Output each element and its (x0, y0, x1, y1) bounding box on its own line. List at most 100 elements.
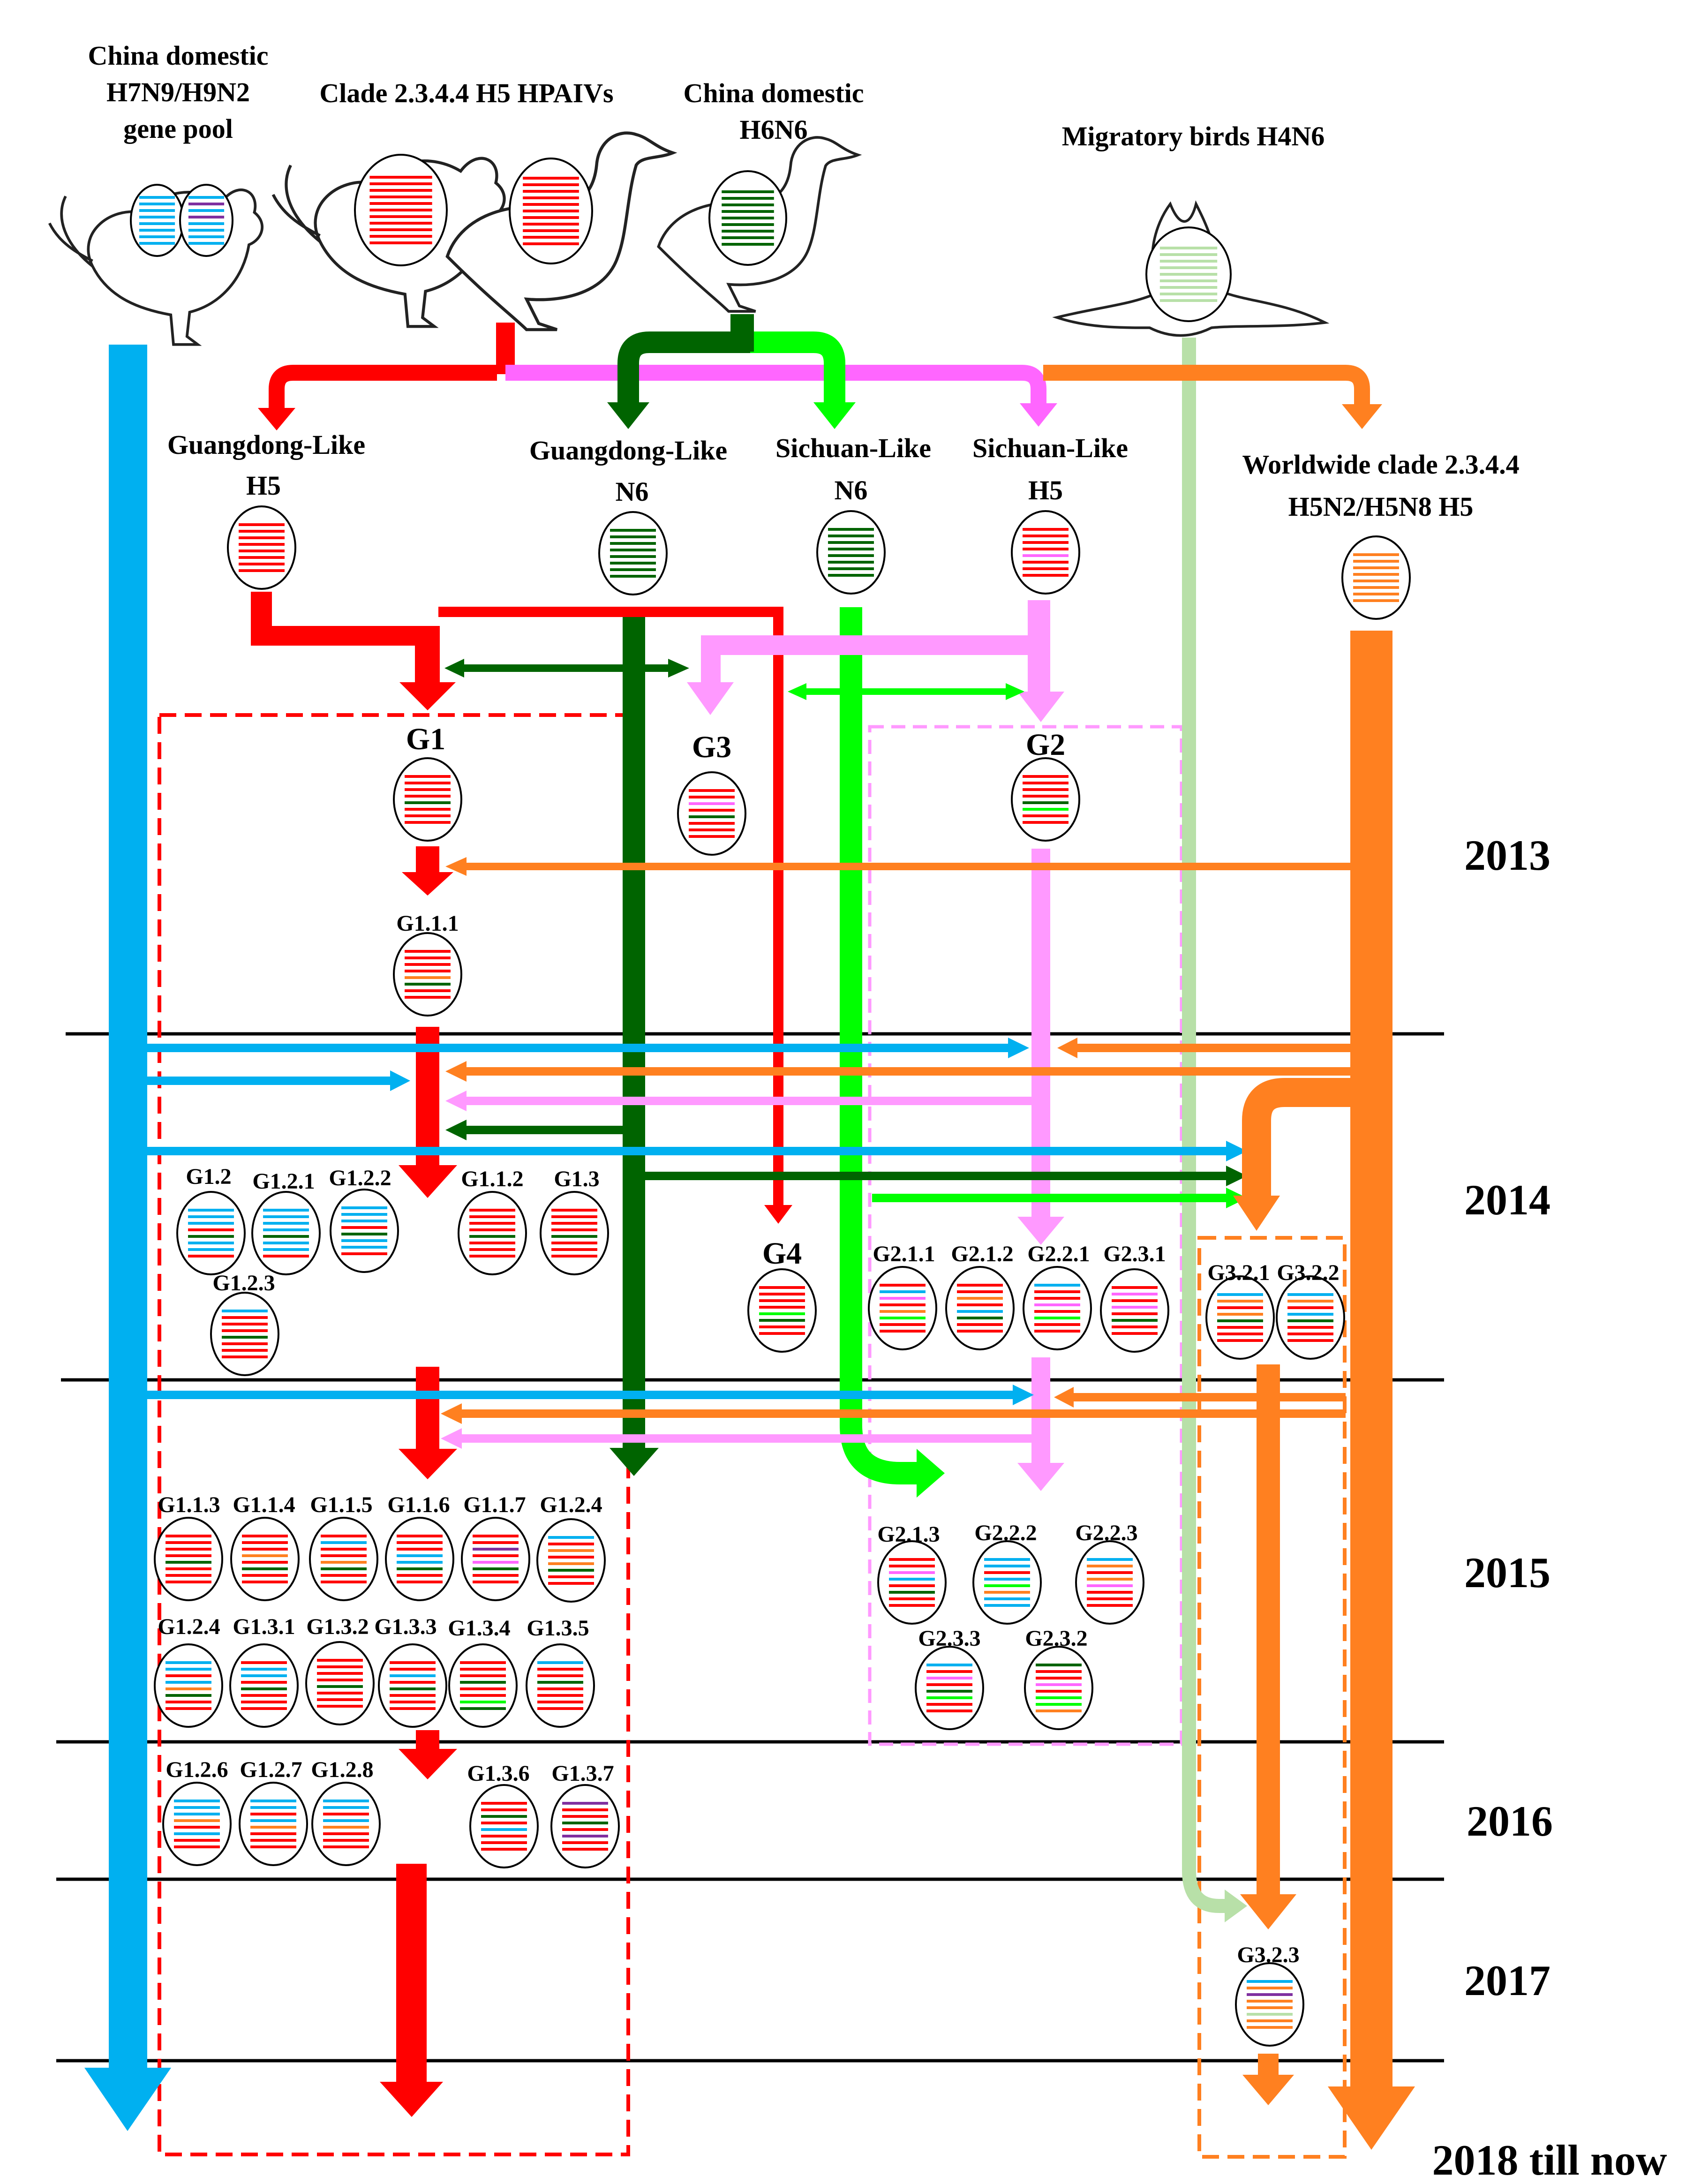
magenta-to-sc-h5 (505, 365, 1046, 404)
darkgreen-to-gd-n6-head (607, 402, 649, 429)
label-g231: G2.3.1 (1103, 1242, 1166, 1266)
g212-oval (945, 1266, 1015, 1350)
g126-oval-outline (162, 1782, 232, 1866)
orange-to-sc-head (1057, 1038, 1077, 1058)
red-2016-head (399, 1749, 457, 1779)
g231-oval (1100, 1268, 1169, 1353)
label-g136: G1.3.6 (467, 1761, 529, 1786)
g211-oval (868, 1266, 937, 1350)
g221-oval-outline (1023, 1266, 1092, 1350)
label-g323: G3.2.3 (1237, 1943, 1299, 1967)
g123-oval-outline (210, 1292, 279, 1376)
sc-n6-oval (816, 510, 886, 595)
g127-oval-outline (239, 1782, 308, 1866)
g122-oval (330, 1189, 399, 1273)
magenta-to-sc-h5-head (1020, 403, 1057, 427)
chicken-tail (271, 165, 321, 243)
g113-oval (154, 1517, 223, 1601)
year-2015: 2015 (1464, 1549, 1550, 1597)
g322-oval (1276, 1275, 1345, 1360)
sc-h5-oval (1011, 510, 1080, 595)
worldwide-label-2: H5N2/H5N8 H5 (1288, 491, 1474, 522)
blue-to-gd-head (390, 1070, 410, 1091)
china-pool-oval-right (179, 184, 233, 257)
worldwide-oval-outline (1341, 535, 1411, 620)
g133-oval (378, 1643, 447, 1728)
label-g124b: G1.2.4 (158, 1614, 220, 1639)
g213-oval (877, 1540, 947, 1625)
pink-stream-head-2015 (1017, 1463, 1064, 1491)
label-g13: G1.3 (554, 1167, 599, 1191)
red-g1-g111-shaft (416, 846, 439, 874)
blue-stream-head (84, 2068, 171, 2131)
china-pool-title-2: H7N9/H9N2 (106, 77, 250, 107)
g133-oval-outline (378, 1643, 447, 1728)
green-to-sc-n6 (745, 331, 845, 403)
label-g131: G1.3.1 (233, 1614, 295, 1639)
label-g212: G2.1.2 (951, 1242, 1013, 1266)
label-g124a: G1.2.4 (540, 1492, 602, 1517)
g323-oval-outline (1235, 1962, 1304, 2047)
gd-n6-label-1: Guangdong-Like (529, 435, 727, 466)
red-to-g4-head (764, 1205, 792, 1224)
year-2013: 2013 (1464, 831, 1550, 879)
label-g321: G3.2.1 (1207, 1260, 1270, 1285)
gd-h5-oval (227, 505, 296, 590)
label-g4: G4 (762, 1236, 802, 1271)
g12-oval-outline (176, 1191, 246, 1275)
g4-oval-outline (747, 1268, 817, 1353)
label-g2: G2 (1026, 728, 1065, 762)
g112-oval-outline (458, 1191, 527, 1275)
red-g1-g111-head (402, 872, 453, 896)
darkgreen-double-left (444, 659, 464, 678)
year-2017: 2017 (1464, 1957, 1550, 2004)
pink-stream-head-g221 (1017, 1217, 1064, 1245)
red-g111-2014-head (399, 1165, 457, 1198)
red-2015-shaft (416, 1367, 439, 1451)
h6n6-title-2: H6N6 (740, 114, 808, 145)
green-to-sc-n6-head (813, 402, 856, 429)
label-g232: G2.3.2 (1025, 1626, 1087, 1651)
g221-oval (1023, 1266, 1092, 1350)
g3-streams (1240, 1364, 1296, 2105)
darkgreen-stream (623, 607, 645, 1449)
china-pool-oval-left-outline (130, 184, 184, 257)
pink-to-g3-shaft (701, 635, 721, 685)
pink-to-g2-head (1017, 692, 1064, 722)
g111-oval-outline (393, 932, 462, 1017)
pink-branches (687, 635, 1064, 722)
source-birds (48, 131, 1330, 346)
label-g127: G1.2.7 (240, 1757, 302, 1782)
clade-duck-oval (509, 158, 593, 264)
lineage-streams (84, 338, 1415, 2150)
g112-oval (458, 1191, 527, 1275)
g113-oval-outline (154, 1517, 223, 1601)
g232-oval-outline (1024, 1646, 1093, 1730)
g1-oval-outline (393, 757, 462, 842)
darkgreen-double-right (668, 659, 689, 678)
gd-h5-oval-outline (227, 505, 296, 590)
red-to-gd-h5 (269, 365, 497, 409)
label-g123: G1.2.3 (212, 1271, 275, 1295)
red-stream-bar (251, 626, 440, 646)
g321-oval (1205, 1275, 1275, 1360)
orange-g323-shaft (1258, 2054, 1279, 2077)
label-g322: G3.2.2 (1277, 1260, 1339, 1285)
green-double-right (1006, 683, 1024, 700)
red-to-g4 (438, 607, 783, 1207)
g137-oval-outline (550, 1784, 620, 1868)
pink-bar (701, 635, 1050, 655)
year-separators (56, 1032, 1444, 2063)
label-g1: G1 (406, 722, 445, 756)
label-g12: G1.2 (186, 1164, 231, 1189)
g211-oval-outline (868, 1266, 937, 1350)
red-stream (251, 592, 792, 2117)
g3-oval (677, 771, 746, 856)
g134-oval-outline (448, 1643, 518, 1728)
label-g211: G2.1.1 (873, 1242, 935, 1266)
label-g133: G1.3.3 (374, 1614, 437, 1639)
sc-h5-label-2: H5 (1028, 475, 1063, 505)
g321-oval-outline (1205, 1275, 1275, 1360)
sc-n6-label-1: Sichuan-Like (775, 433, 931, 463)
